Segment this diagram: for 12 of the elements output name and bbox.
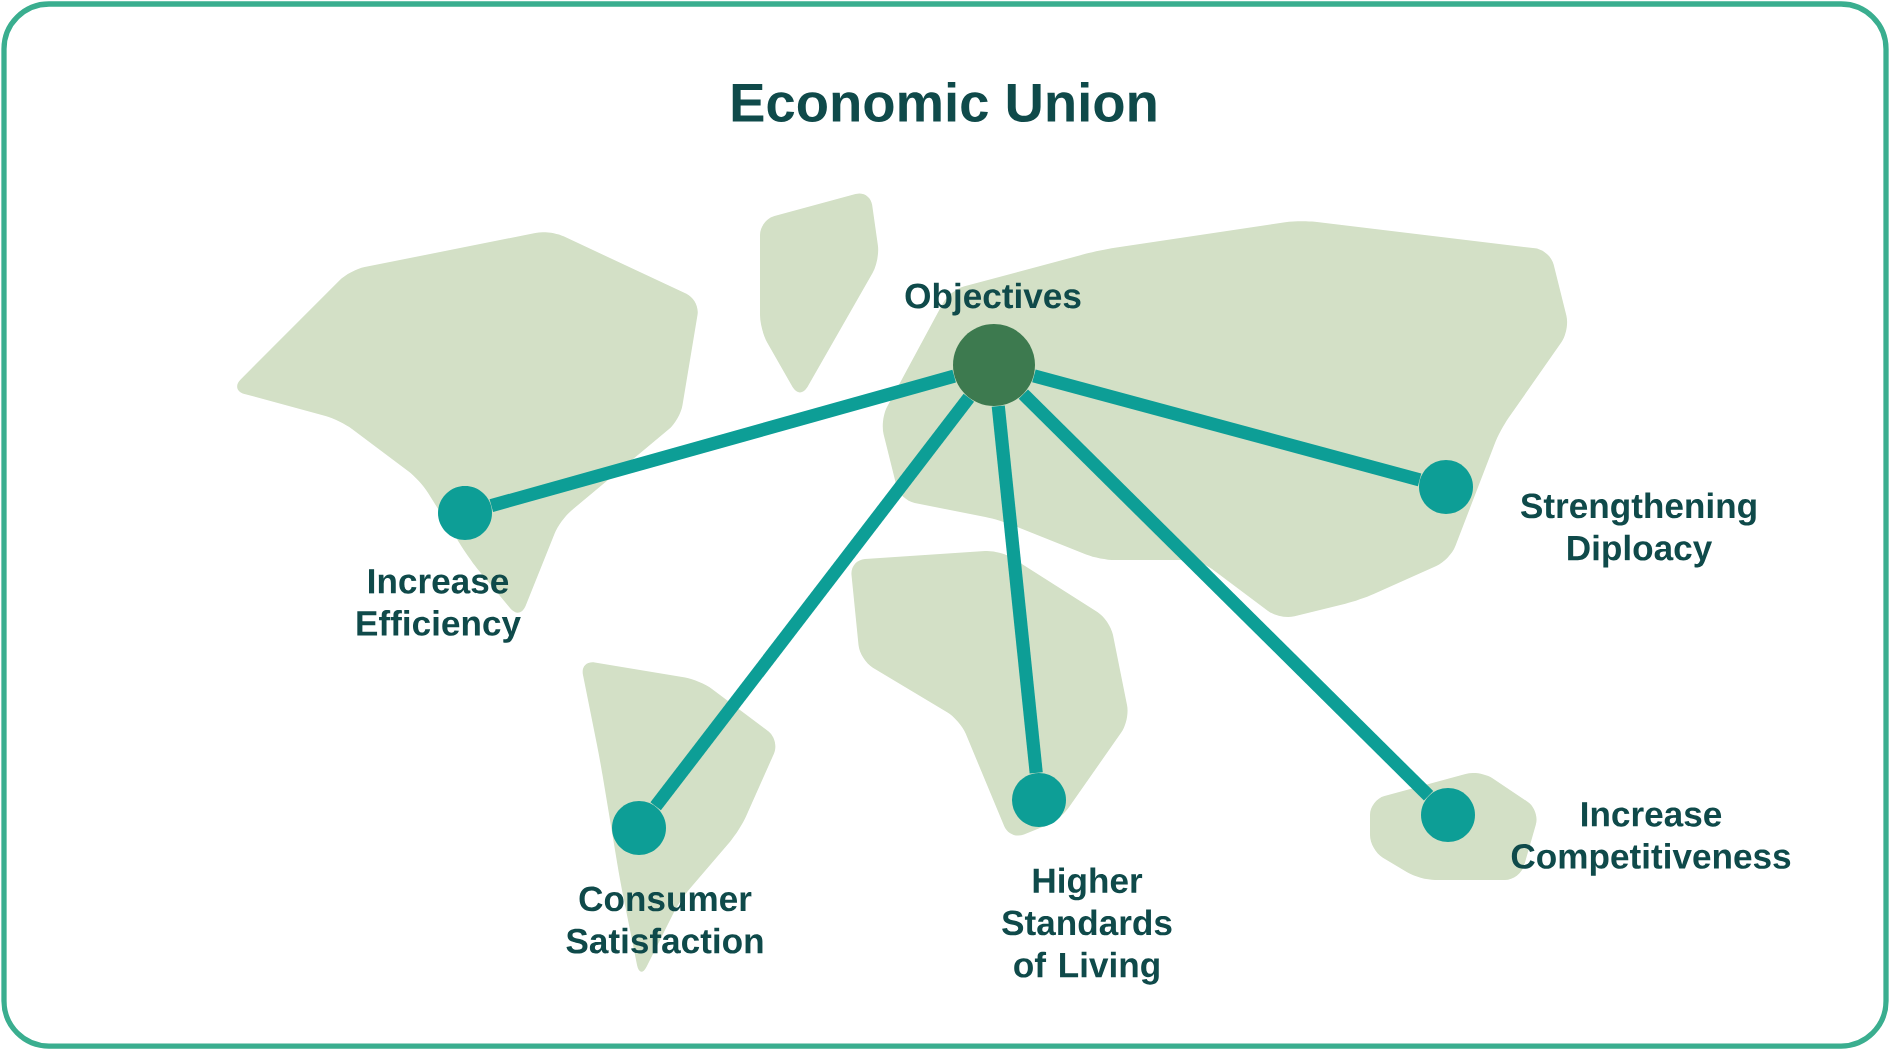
node-label: Increase Competitiveness [1511, 802, 1791, 876]
title: Economic Union [732, 82, 1156, 122]
connector-line [489, 369, 956, 512]
node-label: Consumer Satisfaction [566, 886, 763, 954]
connector-line [1018, 389, 1434, 801]
connector-line [1032, 369, 1422, 487]
connector-line [991, 405, 1043, 774]
node-label: Objectives [905, 282, 1081, 316]
node-label: Higher Standards of Living [1002, 867, 1172, 985]
node-label: Strengthening Diploacy [1520, 492, 1756, 568]
connector-line [650, 393, 975, 811]
node-label: Increase Efficiency [357, 569, 521, 643]
